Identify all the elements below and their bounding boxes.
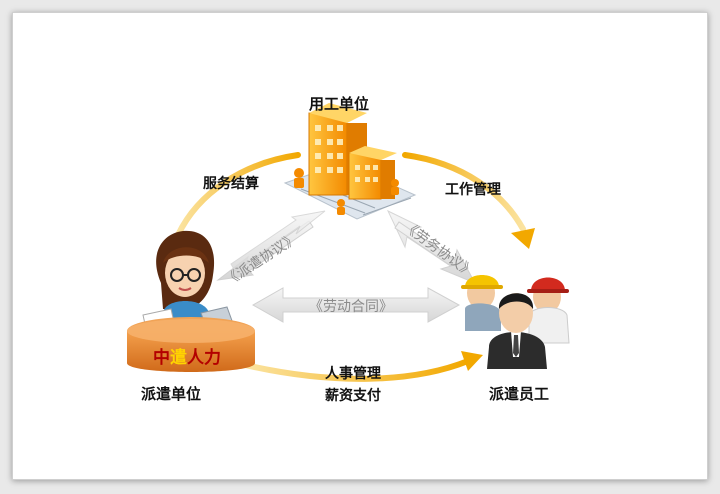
hr-management-label: 人事管理	[325, 366, 381, 382]
logo-part-1: 中	[153, 348, 170, 368]
salary-payment-label: 薪资支付	[325, 388, 381, 404]
hr-pay-arrow	[242, 351, 483, 382]
employer-label: 用工单位	[309, 95, 370, 113]
diagram-frame: 用工单位 派遣单位 派遣员工 服务结算 工作管理 人事管理 薪资支付 《派遣协议…	[12, 12, 708, 480]
labor-contract-arrow	[251, 287, 461, 323]
agency-logo: 中遣人力	[153, 343, 221, 368]
agency-label: 派遣单位	[141, 385, 202, 403]
logo-part-3: 人力	[187, 348, 221, 368]
service-settlement-label: 服务结算	[203, 176, 259, 192]
labor-service-agreement-arrow	[386, 209, 477, 284]
diagram-canvas	[127, 103, 570, 382]
employer-building-icon	[283, 103, 417, 220]
logo-part-2: 遣	[170, 348, 187, 368]
agency-clerk-icon	[127, 230, 255, 372]
dispatched-employees-icon	[461, 275, 570, 369]
employee-label: 派遣员工	[489, 385, 550, 403]
work-management-arrow	[402, 152, 535, 249]
dispatch-agreement-arrow	[216, 210, 326, 281]
labor-contract-label: 《劳动合同》	[309, 299, 393, 315]
work-management-label: 工作管理	[445, 182, 501, 198]
